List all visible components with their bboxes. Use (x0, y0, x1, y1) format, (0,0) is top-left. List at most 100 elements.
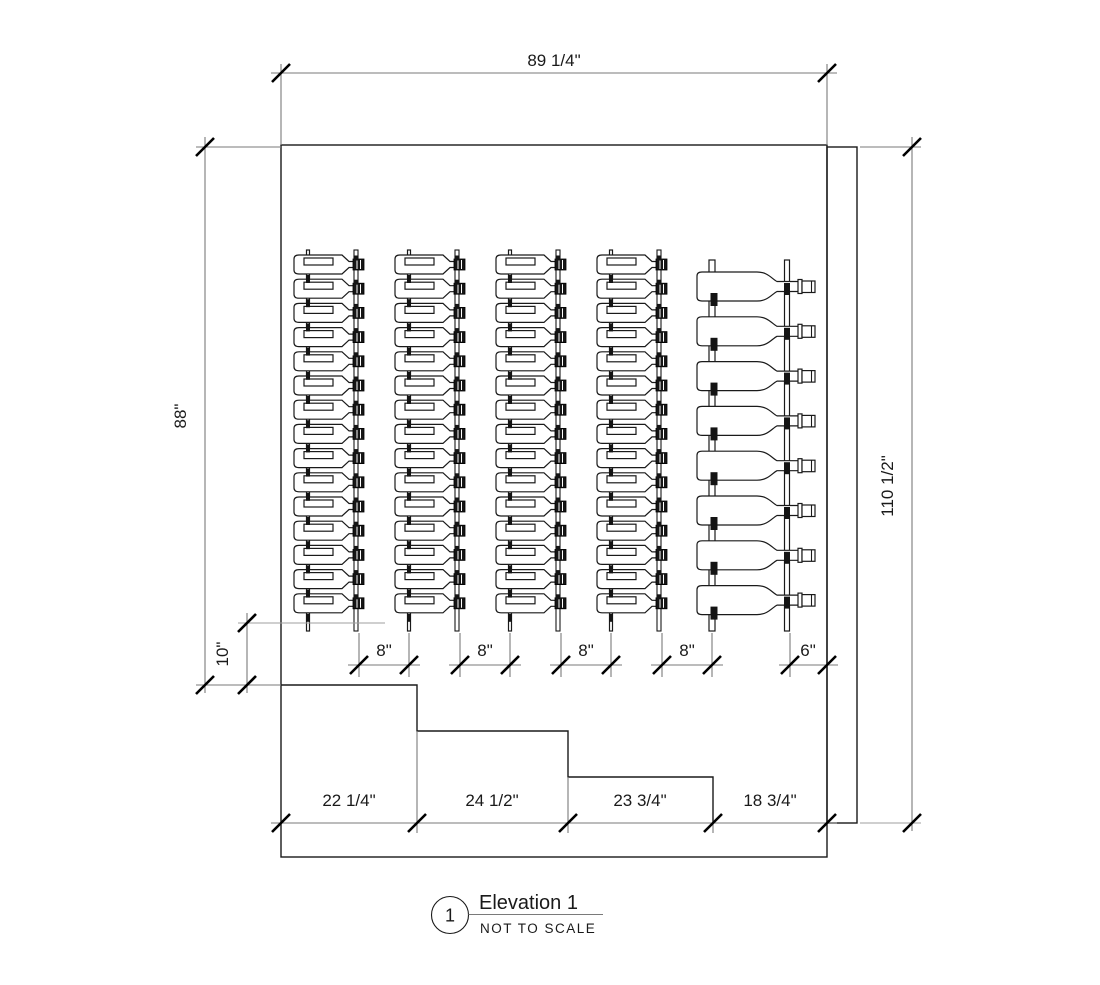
right-side-panel (826, 146, 858, 824)
bottle-label (404, 402, 435, 411)
bottle-label (404, 596, 435, 605)
wine-bottle (293, 351, 355, 372)
wine-bottle (293, 593, 355, 614)
rack-peg (407, 613, 411, 622)
dimension-left-height: 88" (171, 137, 281, 695)
bottle-cap (352, 403, 365, 416)
bottle-label (606, 571, 637, 581)
bottle-label (404, 257, 435, 266)
bottle-label (505, 499, 536, 508)
wine-bottle (495, 423, 557, 444)
wine-bottle (394, 472, 456, 493)
rack-peg (710, 293, 718, 306)
rack-peg (609, 613, 613, 622)
wine-bottle (596, 423, 658, 444)
rack-peg (609, 347, 613, 356)
wine-rack-column (394, 249, 466, 632)
wine-bottle (394, 448, 456, 469)
bottle-label (303, 402, 334, 411)
bottle-label (303, 547, 334, 557)
rack-peg (306, 420, 310, 429)
bottle-cap (352, 549, 365, 561)
wine-bottle (293, 375, 355, 396)
rack-peg (508, 492, 512, 501)
rack-peg (656, 400, 662, 406)
rack-peg (656, 376, 662, 382)
bottle-cap (453, 573, 466, 585)
rack-peg (508, 589, 512, 598)
dimension-label: 8" (477, 641, 493, 660)
bottle-cap (554, 524, 567, 537)
rack-peg (656, 594, 662, 600)
dimension-label: 8" (376, 641, 392, 660)
bottle-label (404, 571, 435, 581)
rack-peg (508, 444, 512, 453)
wine-bottle (293, 278, 355, 299)
rack-peg (353, 449, 359, 455)
wine-bottle (495, 593, 557, 614)
wine-bottle (495, 496, 557, 517)
rack-peg (306, 347, 310, 356)
rack-peg (508, 371, 512, 380)
rack-peg (407, 275, 411, 283)
rack-peg (407, 323, 411, 332)
wine-bottle (394, 568, 456, 590)
bottle-cap (801, 549, 816, 562)
bottle-cap (554, 500, 567, 513)
rack-peg (609, 396, 613, 404)
rack-peg (656, 570, 662, 576)
rack-peg (784, 551, 790, 564)
tick-mark (780, 655, 800, 675)
tick-mark (450, 655, 470, 675)
wine-bottle (696, 584, 816, 616)
rack-peg (609, 323, 613, 332)
wine-racks (293, 249, 816, 632)
rack-peg (710, 606, 718, 620)
rack-peg (656, 521, 662, 527)
rack-peg (407, 468, 411, 477)
wine-bottle (596, 520, 658, 541)
dimension-right-height: 110 1/2" (860, 137, 922, 833)
rack-peg (609, 565, 613, 574)
bottle-cap (352, 573, 365, 585)
rack-rail (454, 249, 460, 632)
wine-bottle (596, 375, 658, 396)
bottle-label (505, 451, 536, 460)
wine-bottle (495, 520, 557, 541)
rack-peg (555, 328, 561, 334)
bottle-cap (453, 282, 466, 295)
wine-bottle (293, 254, 355, 275)
rack-peg (555, 473, 561, 479)
bottle-cap (655, 258, 668, 271)
wine-bottle (394, 399, 456, 420)
tick-mark (817, 655, 837, 675)
bottle-cap (801, 593, 816, 607)
bottle-label (404, 523, 435, 532)
wine-bottle (596, 593, 658, 614)
dimension-top-width: 89 1/4" (271, 51, 837, 145)
bottle-cap (655, 524, 668, 537)
wine-bottle (394, 302, 456, 323)
wine-bottle (596, 544, 658, 566)
wine-bottle (394, 375, 456, 396)
rack-rail (783, 259, 791, 632)
bottle-cap (554, 379, 567, 392)
bottle-label (606, 523, 637, 532)
rack-peg (656, 473, 662, 479)
wine-bottle (394, 254, 456, 275)
rack-peg (454, 255, 460, 261)
rack-peg (407, 492, 411, 501)
rack-peg (784, 417, 790, 430)
rack-peg (609, 275, 613, 283)
wine-bottle (596, 568, 658, 590)
bottle-cap (655, 379, 668, 392)
rack-rail (708, 259, 716, 632)
bottle-cap (655, 427, 668, 440)
rack-peg (656, 328, 662, 334)
wine-bottle (596, 472, 658, 493)
rack-peg (656, 352, 662, 358)
bottle-cap (655, 500, 668, 513)
wine-bottle (293, 302, 355, 323)
rack-peg (555, 545, 561, 551)
bottle-outline (696, 495, 800, 526)
